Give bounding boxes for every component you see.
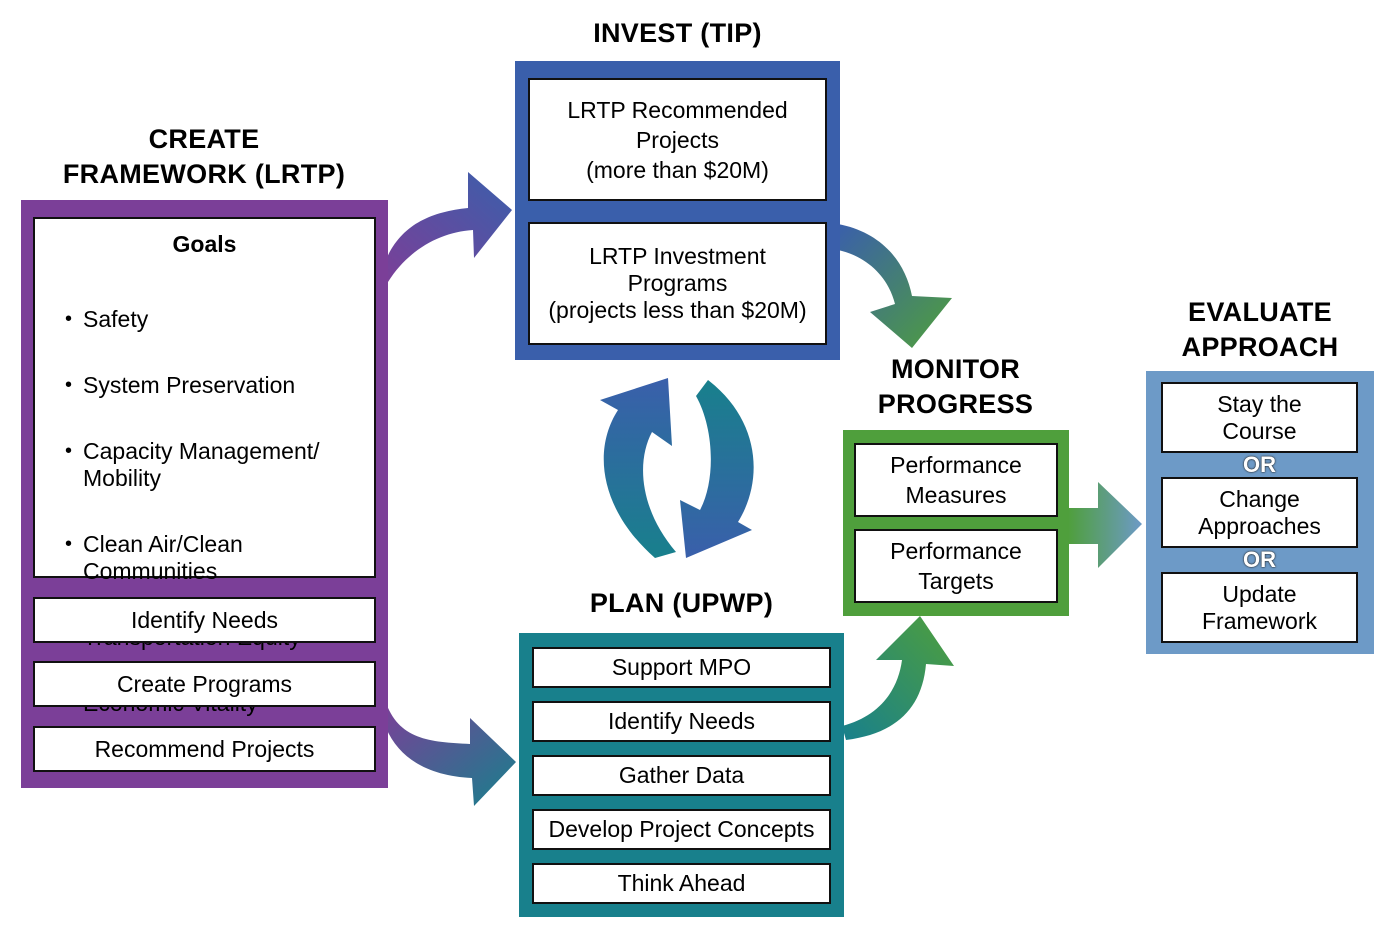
recommend-projects-box: Recommend Projects xyxy=(33,726,376,772)
plan-gather-data-box: Gather Data xyxy=(532,755,831,796)
goals-box: Goals Safety System Preservation Capacit… xyxy=(33,217,376,717)
plan-support-mpo-box: Support MPO xyxy=(532,647,831,688)
goals-title: Goals xyxy=(172,231,237,257)
arrow-invest-to-monitor xyxy=(838,224,952,348)
goal-item: Capacity Management/ Mobility xyxy=(61,438,354,492)
create-programs-box: Create Programs xyxy=(33,661,376,707)
plan-think-ahead-box: Think Ahead xyxy=(532,863,831,904)
arrow-monitor-to-evaluate xyxy=(1068,482,1142,568)
plan-title: PLAN (UPWP) xyxy=(589,588,774,618)
plan-identify-needs-box: Identify Needs xyxy=(532,701,831,742)
arrow-cycle-up xyxy=(600,378,676,558)
or-separator: OR xyxy=(1243,452,1276,477)
evaluate-title: EVALUATE APPROACH xyxy=(1181,297,1339,362)
invest-programs-box: LRTP Investment Programs (projects less … xyxy=(528,222,827,345)
create-framework-title: CREATE FRAMEWORK (LRTP) xyxy=(62,124,346,189)
invest-title: INVEST (TIP) xyxy=(593,18,762,48)
stay-the-course-box: Stay the Course xyxy=(1161,382,1358,453)
goal-item: Clean Air/Clean Communities xyxy=(61,531,354,585)
goal-item: System Preservation xyxy=(61,372,354,399)
plan-develop-concepts-box: Develop Project Concepts xyxy=(532,809,831,850)
arrow-create-to-invest xyxy=(385,172,512,282)
arrow-create-to-plan xyxy=(385,700,516,806)
monitor-title: MONITOR PROGRESS xyxy=(877,354,1034,419)
change-approaches-box: Change Approaches xyxy=(1161,477,1358,548)
arrow-plan-to-monitor xyxy=(842,616,954,740)
performance-targets-box: Performance Targets xyxy=(854,529,1058,603)
goal-item: Safety xyxy=(61,306,354,333)
arrow-cycle-down xyxy=(680,380,754,558)
create-identify-needs-box: Identify Needs xyxy=(33,597,376,643)
or-separator: OR xyxy=(1243,547,1276,572)
update-framework-box: Update Framework xyxy=(1161,572,1358,643)
performance-measures-box: Performance Measures xyxy=(854,443,1058,517)
invest-recommended-projects-box: LRTP Recommended Projects (more than $20… xyxy=(528,78,827,201)
